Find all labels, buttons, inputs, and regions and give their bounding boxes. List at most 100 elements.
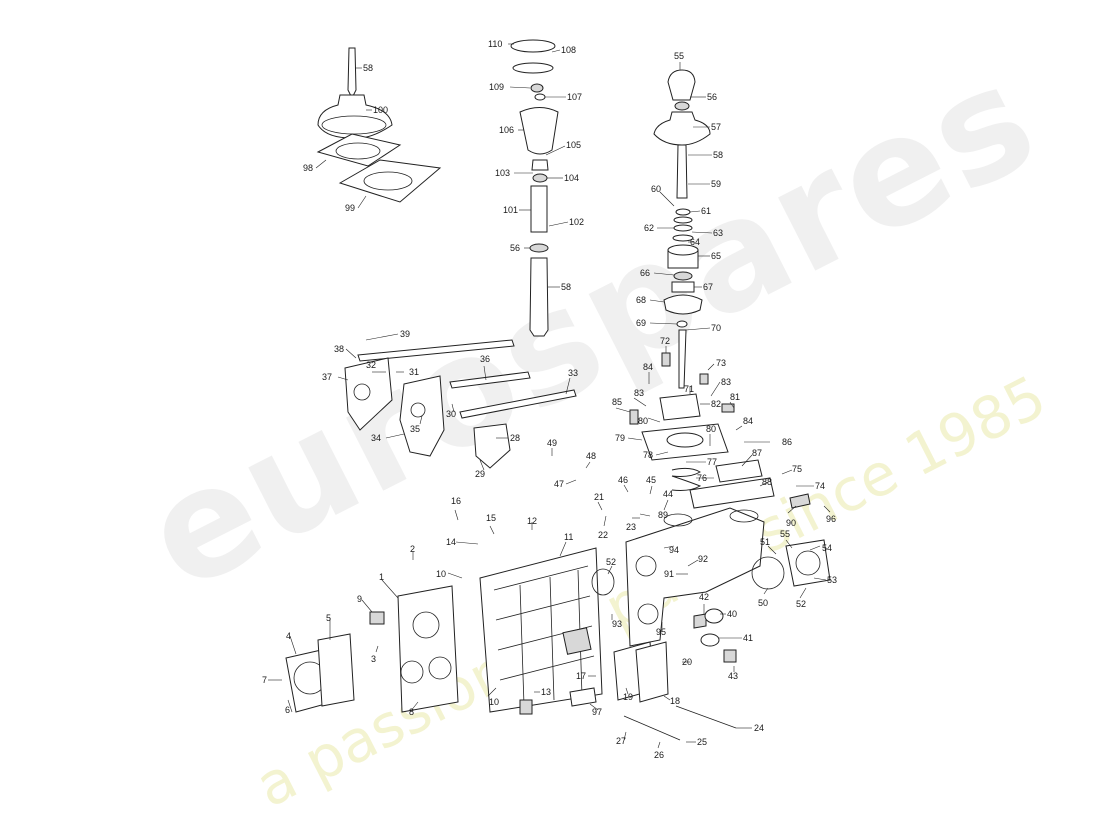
selector-rails	[344, 339, 577, 469]
callout: 56	[510, 243, 520, 253]
callout: 5	[326, 613, 331, 623]
rail-39	[357, 339, 515, 362]
fork-28	[473, 423, 511, 469]
callout: 107	[567, 92, 582, 102]
callout: 72	[660, 336, 670, 346]
nut-109	[530, 83, 544, 93]
rod-24	[675, 705, 737, 729]
cup-67	[671, 281, 695, 293]
callout: 20	[682, 657, 692, 667]
cap-110	[510, 39, 556, 53]
callout: 63	[713, 228, 723, 238]
plug-9	[369, 611, 385, 625]
bolt-73	[699, 373, 709, 385]
callout: 7	[262, 675, 267, 685]
gear-lever-stack	[653, 69, 711, 389]
callout: 94	[669, 545, 679, 555]
selector-block-82	[659, 393, 701, 421]
gear-knob-group	[510, 39, 559, 337]
callout: 87	[752, 448, 762, 458]
nut-56-left	[529, 243, 549, 253]
bolt-72	[661, 352, 671, 367]
bolt-13	[519, 699, 533, 715]
knob-55	[667, 69, 696, 101]
rod-27	[623, 715, 681, 741]
callout: 73	[716, 358, 726, 368]
callout: 43	[728, 671, 738, 681]
bolt-81	[721, 403, 735, 413]
callout: 56	[707, 92, 717, 102]
callout: 37	[322, 372, 332, 382]
sleeve-101	[530, 185, 548, 233]
callout: 108	[561, 45, 576, 55]
callout: 100	[373, 105, 388, 115]
callout: 83	[634, 388, 644, 398]
washer-107	[534, 93, 546, 101]
callout: 110	[488, 39, 502, 49]
callout: 8	[409, 707, 414, 717]
callout: 91	[664, 569, 674, 579]
plate-88	[689, 477, 775, 509]
callout: 83	[721, 377, 731, 387]
callout: 21	[594, 492, 604, 502]
callout: 10	[489, 697, 499, 707]
callout: 92	[698, 554, 708, 564]
callout: 58	[713, 150, 723, 160]
knob-106	[519, 107, 559, 155]
callout: 98	[303, 163, 313, 173]
callout: 103	[495, 168, 510, 178]
callout: 15	[486, 513, 496, 523]
selector-mechanism	[629, 352, 811, 509]
shaft-70	[678, 329, 687, 389]
callout: 109	[489, 82, 504, 92]
callout: 78	[643, 450, 653, 460]
callout: 3	[371, 654, 376, 664]
cap-40	[704, 608, 724, 624]
callout: 97	[592, 707, 602, 717]
gasket-87	[715, 459, 763, 483]
callout: 49	[547, 438, 557, 448]
rear-housing-94	[625, 507, 765, 647]
callout: 32	[366, 360, 376, 370]
bolt-85	[629, 409, 639, 425]
callout: 68	[636, 295, 646, 305]
callout: 40	[727, 609, 737, 619]
callout: 16	[451, 496, 461, 506]
gear-lever-boot-group	[316, 47, 442, 203]
callout: 2	[410, 544, 415, 554]
leader-lines	[268, 43, 831, 749]
callout: 71	[684, 384, 694, 394]
callout: 50	[758, 598, 768, 608]
plate-99	[338, 159, 442, 203]
callout: 85	[612, 397, 622, 407]
gasket-98	[316, 133, 402, 167]
callout: 51	[760, 537, 770, 547]
callout: 53	[827, 575, 837, 585]
callout: 93	[612, 619, 622, 629]
callout: 101	[503, 205, 518, 215]
callout: 90	[786, 518, 796, 528]
callout-numbers: 58 100 98 99 110 108 109 107 106 105 103…	[262, 39, 837, 760]
callout: 79	[615, 433, 625, 443]
callout: 62	[644, 223, 654, 233]
gasket-5	[317, 633, 355, 707]
callout: 13	[541, 687, 551, 697]
fork-37	[344, 357, 393, 431]
diagram-stage: eurospares a passion for parts since 198…	[120, 30, 1062, 820]
ring-108	[512, 62, 554, 74]
callout: 25	[697, 737, 707, 747]
main-housing-11	[479, 547, 603, 713]
callout: 18	[670, 696, 680, 706]
callout: 44	[663, 489, 673, 499]
callout: 52	[796, 599, 806, 609]
callout: 39	[400, 329, 410, 339]
shift-rod-58-left	[529, 257, 549, 337]
callout: 69	[636, 318, 646, 328]
callout: 76	[697, 473, 707, 483]
callout: 77	[707, 457, 717, 467]
callout: 106	[499, 125, 514, 135]
callout: 58	[363, 63, 373, 73]
callout: 80	[706, 424, 716, 434]
callout: 41	[743, 633, 753, 643]
callout: 89	[658, 510, 668, 520]
